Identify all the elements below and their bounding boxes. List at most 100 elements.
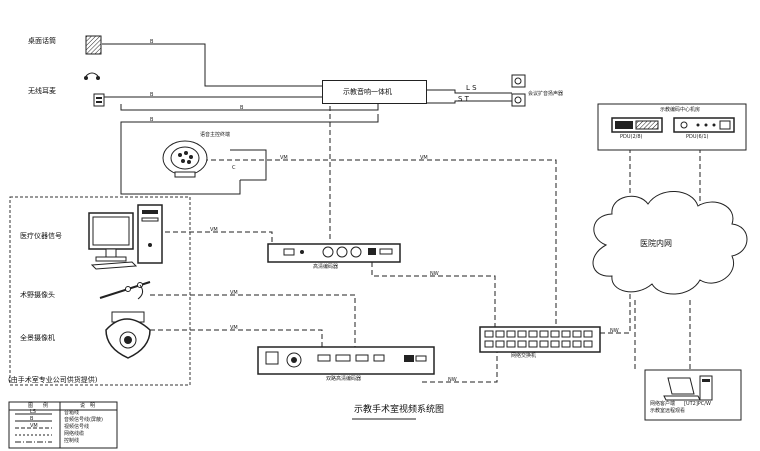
wireless-headset-icon: [84, 72, 105, 107]
table-microphone-icon: [85, 35, 102, 55]
speaker-ls-label: L S: [466, 84, 477, 92]
voice-terminal-icon: [162, 140, 208, 178]
video-wires: [150, 106, 701, 383]
wire-terminal-feed: [230, 149, 267, 181]
wire-medical-to-encoder: [165, 231, 273, 244]
intranet-cloud-icon: [592, 191, 748, 295]
wire-label-vm5: VM: [230, 325, 238, 331]
client-pc-label: 网络客户端: [650, 401, 676, 407]
legend-row-2-line: VM: [30, 423, 38, 429]
legend-row-1-line: B: [30, 416, 34, 422]
switch-port: [517, 340, 527, 348]
wire-label-vm4: VM: [230, 290, 238, 296]
wire-headset-loop: [120, 104, 379, 111]
wire-label-b3: B: [240, 105, 244, 111]
codec-center-label: 示教编码中心机房: [660, 107, 701, 113]
wire-label-nw2: NW: [448, 377, 457, 383]
legend-header-a: 图 例: [28, 403, 49, 409]
mixer-amplifier-box: 示教音响一体机: [322, 80, 427, 104]
table-microphone-label: 桌面话筒: [28, 37, 56, 45]
legend-row-4-desc: 控制线: [64, 438, 80, 444]
legend-header-b: 说 明: [80, 403, 96, 409]
diagram-title: 示教手术室视频系统图: [354, 405, 445, 415]
switch-port: [506, 330, 516, 338]
network-switch-icon: [479, 326, 601, 353]
legend-row-0-desc: 音箱线: [64, 410, 80, 416]
switch-port: [561, 340, 571, 348]
switch-port: [517, 330, 527, 338]
switch-port: [572, 340, 582, 348]
client-pc-icon: [663, 375, 713, 401]
field-camera-label: 术野摄像头: [20, 291, 55, 299]
legend-table: [8, 401, 118, 449]
switch-port: [528, 340, 538, 348]
switch-port: [572, 330, 582, 338]
switch-port: [484, 340, 494, 348]
switch-port: [495, 340, 505, 348]
switch-port: [583, 330, 593, 338]
switch-port: [583, 340, 593, 348]
legend-row-1-desc: 音频信号线(屏蔽): [64, 417, 103, 423]
medical-signal-label: 医疗仪器信号: [20, 232, 62, 240]
switch-port: [550, 330, 560, 338]
wire-label-b1: B: [150, 39, 154, 45]
codec-unit-a-icon: [611, 117, 663, 133]
switch-port: [484, 330, 494, 338]
hd-encoder-label: 高清编码器: [313, 264, 339, 270]
wire-switch-to-intranet: [600, 290, 631, 334]
switch-port: [495, 330, 505, 338]
wire-label-nw3: NW: [610, 328, 619, 334]
wire-mic-to-mixer: [102, 43, 322, 87]
legend-row-3-desc: 网络线缆: [64, 431, 85, 437]
third-party-note: (由手术室专业公司供货提供): [8, 376, 98, 384]
wire-label-vm3: VM: [210, 227, 218, 233]
wire-label-nw1: NW: [430, 271, 439, 277]
wire-label-vm2: VM: [420, 155, 428, 161]
client-id-label: [UT2]PC/W: [684, 401, 711, 407]
wire-label-c1: C: [232, 165, 236, 171]
wire-terminal-to-switch: [195, 159, 557, 330]
switch-port: [506, 340, 516, 348]
speaker-st-label: S T: [458, 95, 469, 103]
wire-panocam-to-dual: [150, 329, 323, 347]
wire-label-b2: B: [150, 92, 154, 98]
panoramic-camera-label: 全景摄像机: [20, 334, 55, 342]
switch-port: [528, 330, 538, 338]
third-party-enclosure: [9, 196, 191, 386]
codec-unit-a-label: PDU(2/8): [620, 134, 643, 140]
legend-line-samples: [15, 413, 52, 443]
client-frame: [644, 369, 742, 421]
switch-port: [539, 340, 549, 348]
dual-encoder-icon: [257, 346, 435, 375]
wire-fieldcam-to-dual: [150, 294, 356, 347]
field-camera-icon: [99, 281, 151, 300]
medical-pc-icon: [88, 204, 163, 270]
audio-wires: [102, 43, 512, 195]
wireless-headset-label: 无线耳麦: [28, 87, 56, 95]
switch-port: [550, 340, 560, 348]
ceiling-speaker-label: 会议扩音扬声器: [528, 91, 564, 97]
wire-dual-to-switch: [422, 352, 498, 383]
panoramic-camera-icon: [105, 311, 151, 359]
wire-label-b4: B: [150, 117, 154, 123]
switch-port: [561, 330, 571, 338]
voice-terminal-label: 语音主控终端: [200, 132, 231, 138]
wire-label-vm1: VM: [280, 155, 288, 161]
client-note-label: 示教室远程观看: [650, 408, 686, 414]
legend-row-2-desc: 视频信号线: [64, 424, 90, 430]
wire-voice-terminal-loop: [120, 114, 379, 195]
wire-encoder-to-switch: [371, 262, 496, 327]
hospital-intranet-label: 医院内网: [640, 239, 672, 248]
codec-unit-b-icon: [673, 117, 735, 133]
ceiling-speaker-icon: [511, 74, 526, 107]
hd-encoder-icon: [267, 243, 401, 263]
dual-encoder-label: 双路高清编码器: [326, 376, 362, 382]
codec-unit-b-label: PDU(6/1): [686, 134, 709, 140]
legend-row-0-line: LS: [30, 409, 36, 415]
wire-mixer-ls: [427, 89, 512, 94]
wire-mixer-st: [427, 100, 512, 104]
switch-port: [539, 330, 549, 338]
network-switch-label: 网络交换机: [511, 353, 537, 359]
